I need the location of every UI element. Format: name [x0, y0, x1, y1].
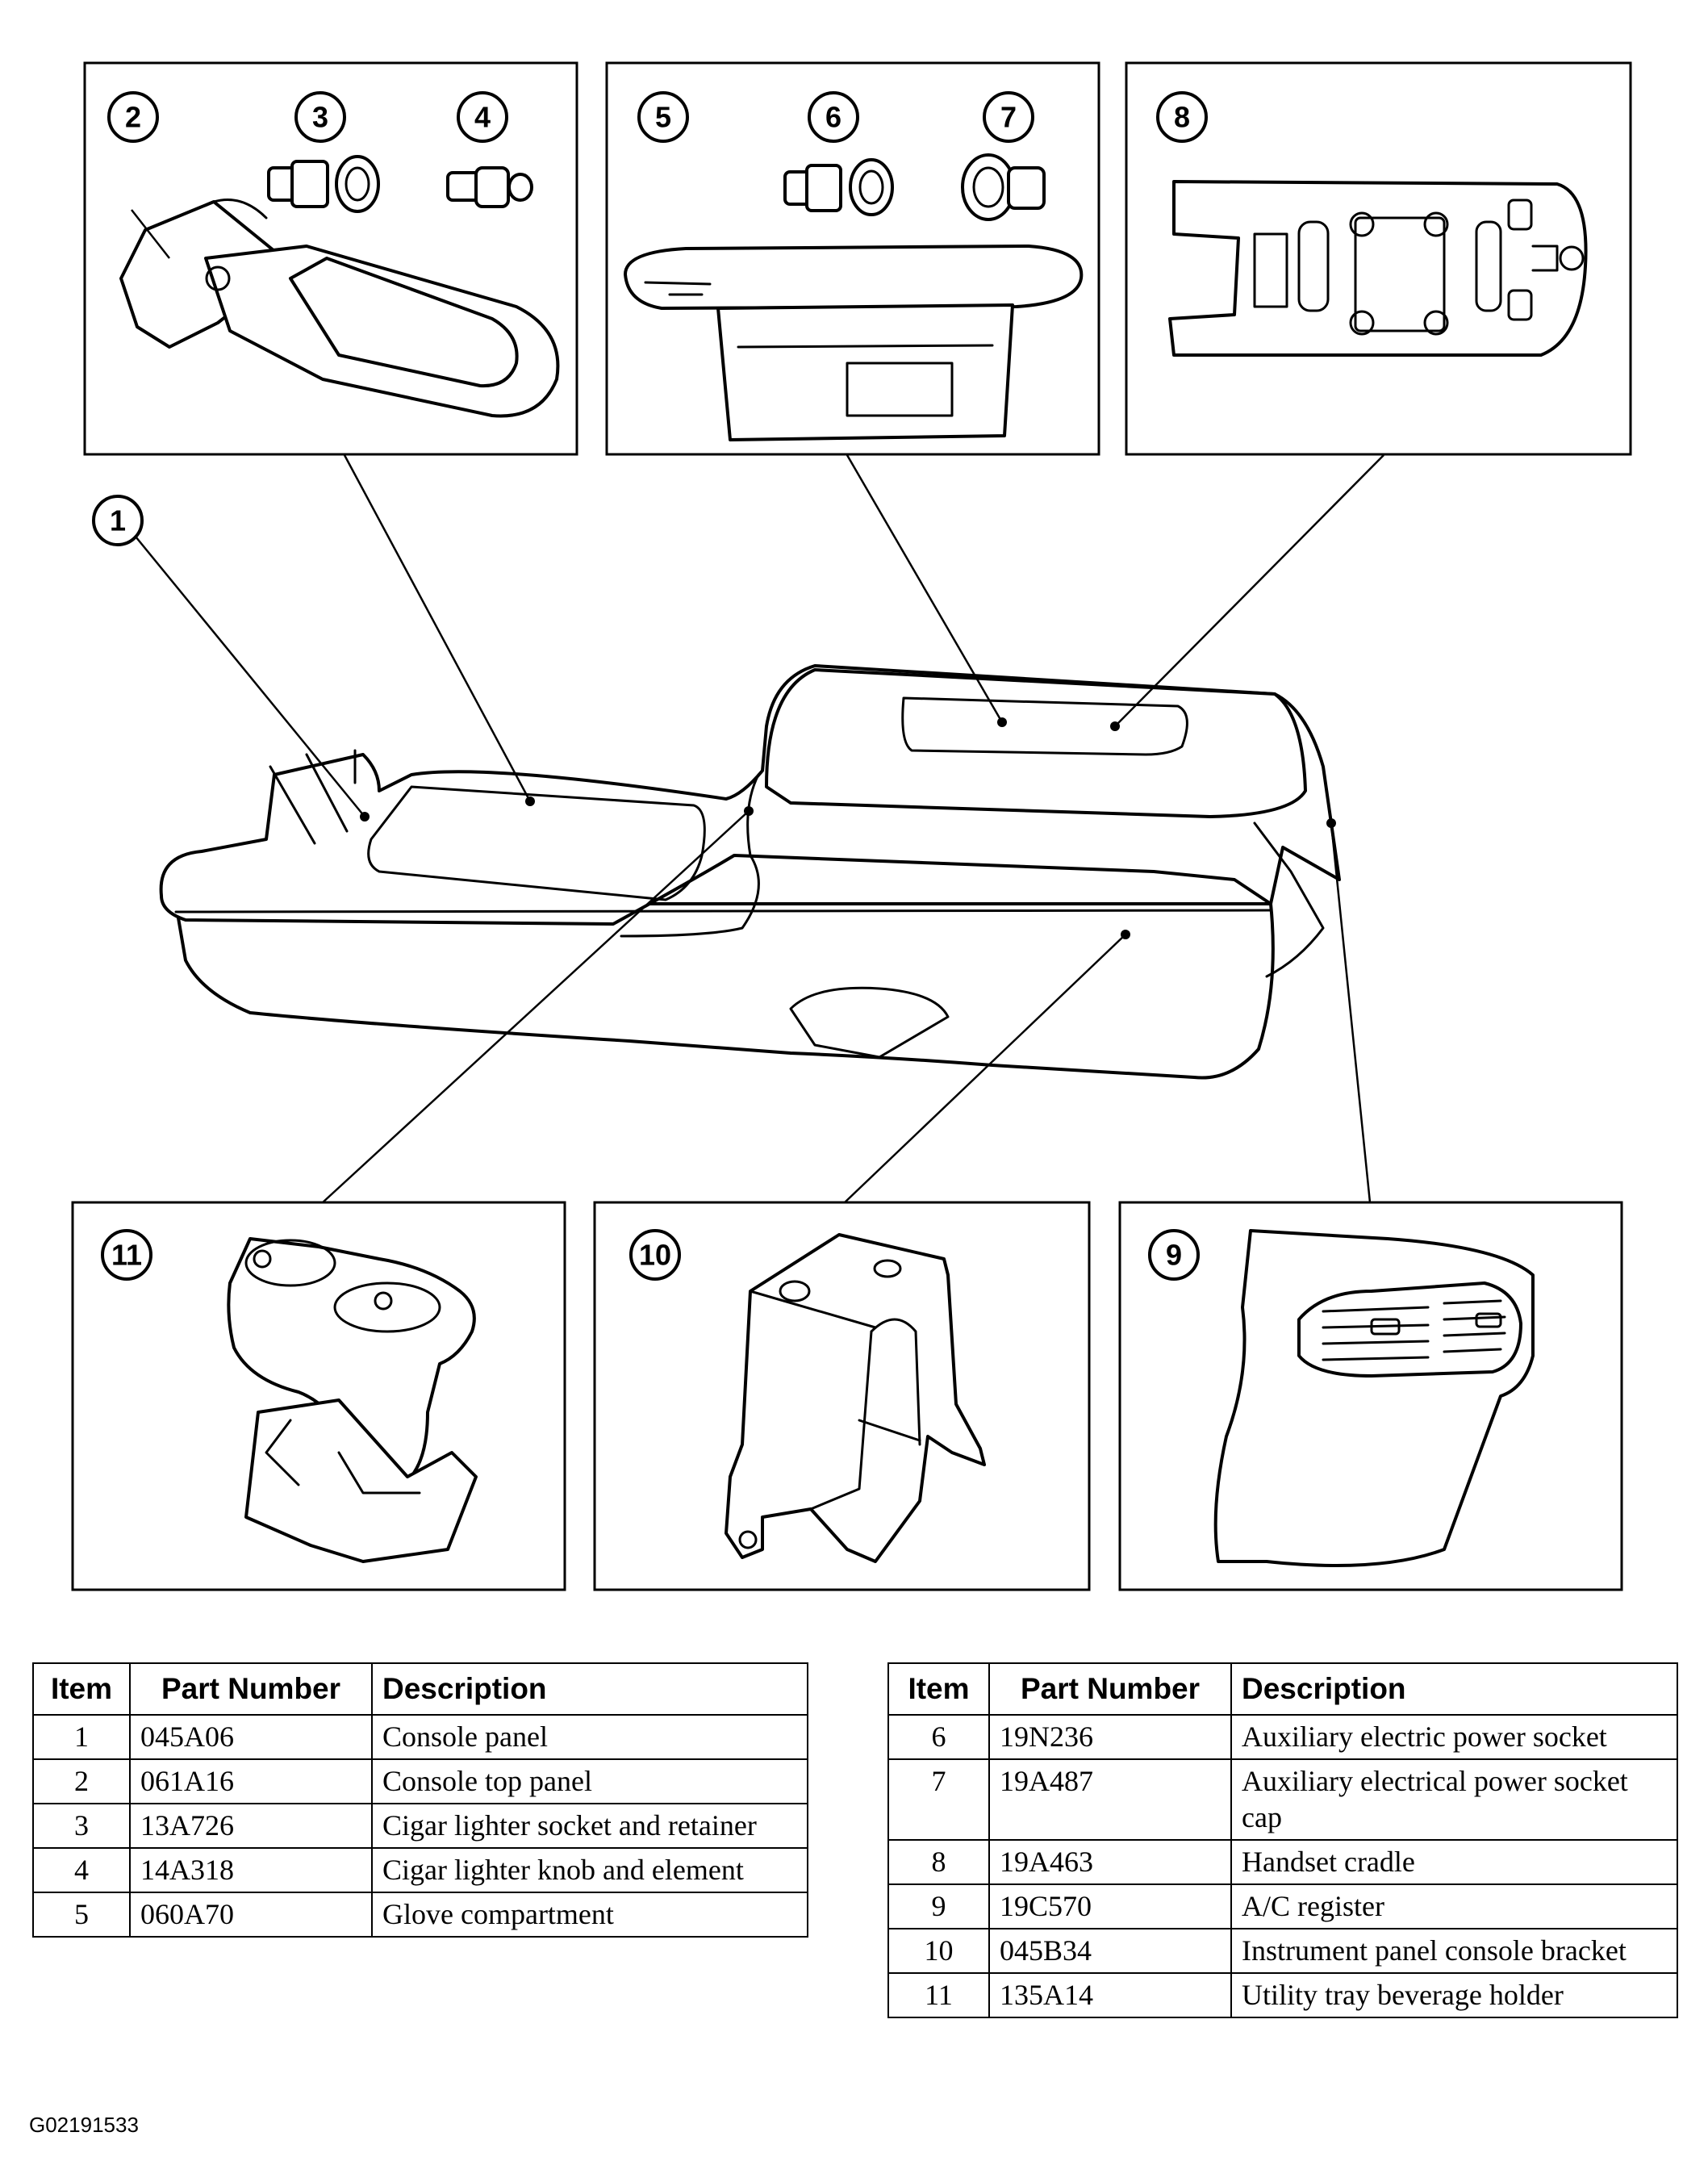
- callout-11: 11: [101, 1229, 152, 1281]
- console-assembly-drawing: [159, 664, 1341, 1080]
- parts-table-left: Item Part Number Description 1 045A06 Co…: [32, 1662, 808, 1938]
- part-number-cell: 045A06: [129, 1714, 373, 1761]
- part-number-cell: 14A318: [129, 1847, 373, 1894]
- description-cell: Glove compartment: [371, 1892, 808, 1938]
- glove-compartment-drawing: [624, 245, 1084, 441]
- callout-3-label: 3: [312, 101, 328, 134]
- callout-9: 9: [1148, 1229, 1200, 1281]
- description-cell: A/C register: [1230, 1883, 1678, 1930]
- beverage-holder-drawing: [227, 1237, 478, 1563]
- callout-4-label: 4: [474, 101, 491, 134]
- item-cell: 7: [887, 1758, 990, 1842]
- parts-table-right: Item Part Number Description 6 19N236 Au…: [887, 1662, 1678, 2019]
- callout-1-label: 1: [110, 504, 126, 537]
- item-cell: 10: [887, 1928, 990, 1975]
- callout-11-label: 11: [111, 1239, 142, 1272]
- callout-3: 3: [294, 91, 346, 143]
- header-item: Item: [32, 1662, 131, 1716]
- item-cell: 4: [32, 1847, 131, 1894]
- table-row: 9 19C570 A/C register: [887, 1883, 1678, 1930]
- table-header-row: Item Part Number Description: [887, 1662, 1678, 1716]
- item-cell: 5: [32, 1892, 131, 1938]
- table-row: 3 13A726 Cigar lighter socket and retain…: [32, 1803, 808, 1850]
- callout-7: 7: [983, 91, 1034, 143]
- description-cell: Cigar lighter knob and element: [371, 1847, 808, 1894]
- header-description: Description: [1230, 1662, 1678, 1716]
- callout-4: 4: [457, 91, 508, 143]
- callout-1: 1: [92, 495, 144, 546]
- callout-6: 6: [808, 91, 859, 143]
- callout-5-label: 5: [655, 101, 671, 134]
- handset-cradle-drawing: [1168, 180, 1588, 357]
- item-cell: 3: [32, 1803, 131, 1850]
- table-header-row: Item Part Number Description: [32, 1662, 808, 1716]
- item-cell: 2: [32, 1758, 131, 1805]
- item-cell: 6: [887, 1714, 990, 1761]
- description-cell: Auxiliary electrical power socket cap: [1230, 1758, 1678, 1842]
- cigar-lighter-knob-drawing: [446, 166, 533, 208]
- part-number-cell: 061A16: [129, 1758, 373, 1805]
- callout-6-label: 6: [825, 101, 841, 134]
- aux-power-socket-cap-drawing: [961, 153, 1046, 221]
- table-row: 11 135A14 Utility tray beverage holder: [887, 1972, 1678, 2019]
- callout-10: 10: [629, 1229, 681, 1281]
- part-number-cell: 19N236: [988, 1714, 1232, 1761]
- callout-10-label: 10: [639, 1239, 671, 1272]
- table-row: 8 19A463 Handset cradle: [887, 1839, 1678, 1886]
- table-row: 4 14A318 Cigar lighter knob and element: [32, 1847, 808, 1894]
- callout-2: 2: [107, 91, 159, 143]
- header-description: Description: [371, 1662, 808, 1716]
- part-number-cell: 19C570: [988, 1883, 1232, 1930]
- callout-7-label: 7: [1000, 101, 1017, 134]
- header-item: Item: [887, 1662, 990, 1716]
- table-row: 6 19N236 Auxiliary electric power socket: [887, 1714, 1678, 1761]
- header-part-number: Part Number: [988, 1662, 1232, 1716]
- item-cell: 11: [887, 1972, 990, 2019]
- part-number-cell: 060A70: [129, 1892, 373, 1938]
- callout-2-label: 2: [125, 101, 141, 134]
- table-row: 2 061A16 Console top panel: [32, 1758, 808, 1805]
- table-row: 5 060A70 Glove compartment: [32, 1892, 808, 1938]
- part-number-cell: 045B34: [988, 1928, 1232, 1975]
- callout-8: 8: [1156, 91, 1208, 143]
- console-bracket-drawing: [725, 1233, 986, 1563]
- part-number-cell: 135A14: [988, 1972, 1232, 2019]
- callout-9-label: 9: [1166, 1239, 1182, 1272]
- description-cell: Console top panel: [371, 1758, 808, 1805]
- header-part-number: Part Number: [129, 1662, 373, 1716]
- part-number-cell: 13A726: [129, 1803, 373, 1850]
- callout-5: 5: [637, 91, 689, 143]
- cigar-lighter-socket-drawing: [267, 155, 380, 213]
- description-cell: Auxiliary electric power socket: [1230, 1714, 1678, 1761]
- item-cell: 9: [887, 1883, 990, 1930]
- part-number-cell: 19A487: [988, 1758, 1232, 1842]
- ac-register-drawing: [1213, 1229, 1535, 1567]
- table-row: 1 045A06 Console panel: [32, 1714, 808, 1761]
- table-row: 7 19A487 Auxiliary electrical power sock…: [887, 1758, 1678, 1842]
- callout-8-label: 8: [1174, 101, 1190, 134]
- description-cell: Utility tray beverage holder: [1230, 1972, 1678, 2019]
- description-cell: Handset cradle: [1230, 1839, 1678, 1886]
- console-top-panel-drawing: [119, 199, 560, 418]
- table-row: 10 045B34 Instrument panel console brack…: [887, 1928, 1678, 1975]
- aux-power-socket-drawing: [783, 158, 894, 216]
- description-cell: Cigar lighter socket and retainer: [371, 1803, 808, 1850]
- description-cell: Console panel: [371, 1714, 808, 1761]
- description-cell: Instrument panel console bracket: [1230, 1928, 1678, 1975]
- item-cell: 8: [887, 1839, 990, 1886]
- item-cell: 1: [32, 1714, 131, 1761]
- part-number-cell: 19A463: [988, 1839, 1232, 1886]
- leader-lines: [131, 209, 1384, 1203]
- figure-id: G02191533: [29, 2113, 139, 2137]
